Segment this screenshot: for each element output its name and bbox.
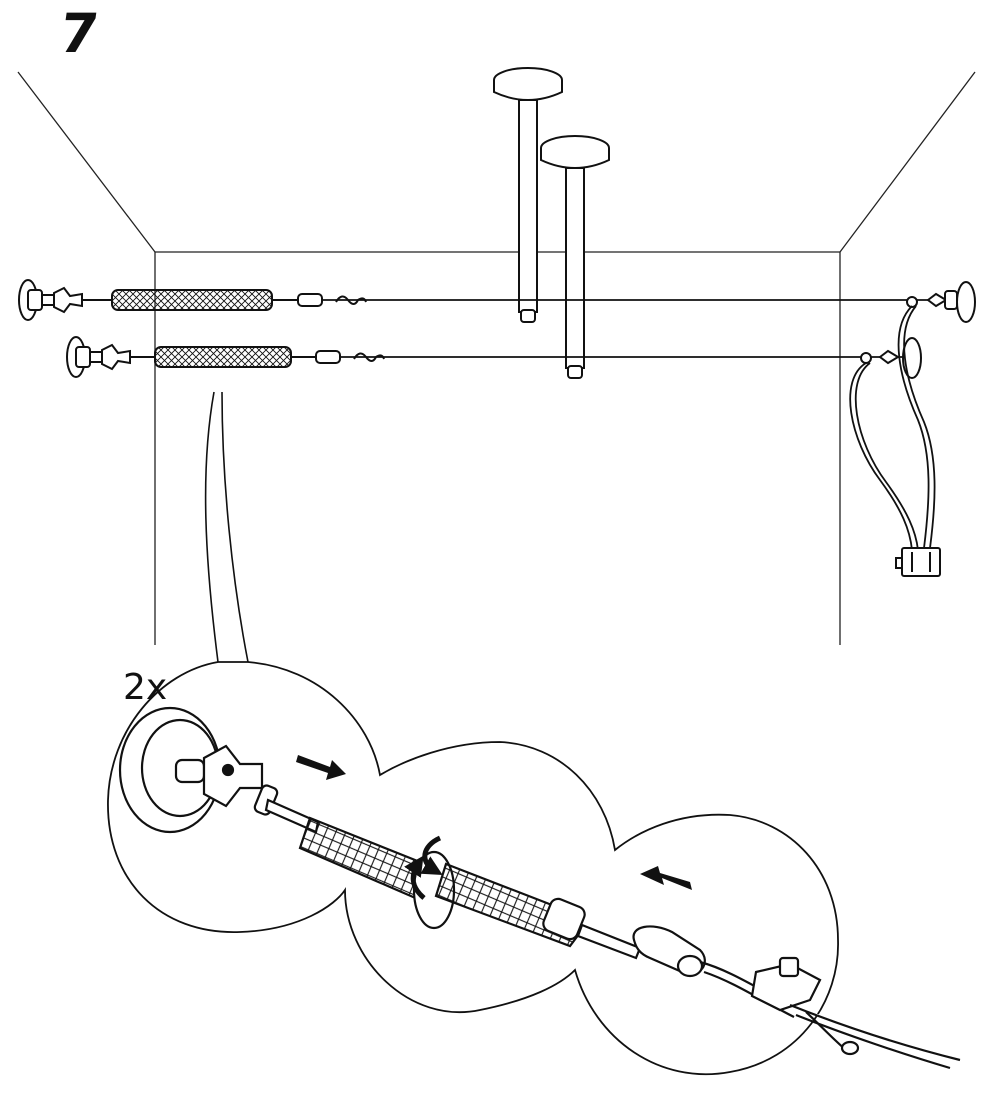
ceiling-rod-right [540, 135, 610, 379]
lower-wire-assembly [66, 336, 922, 379]
callout-pointer [204, 391, 249, 663]
power-cable [849, 305, 936, 551]
connector-plug [895, 547, 941, 577]
detail-wire-clamp [632, 925, 961, 1070]
detail-wall-mount [118, 706, 279, 834]
quantity-label: 2x [123, 667, 168, 708]
push-arrow-left [640, 866, 692, 890]
room-outline [17, 71, 976, 645]
detail-callout [107, 661, 839, 1076]
push-arrow-right [296, 755, 346, 780]
ceiling-rod-left [493, 67, 563, 323]
upper-wire-assembly [18, 279, 976, 323]
rotate-arrows [404, 835, 443, 900]
